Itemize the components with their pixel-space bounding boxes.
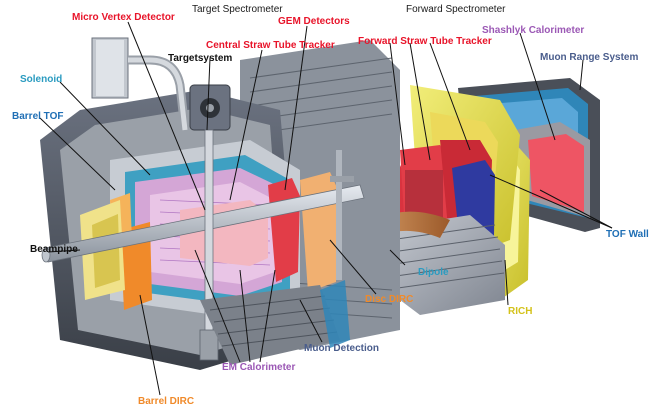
label-shashlyk-calorimeter: Shashlyk Calorimeter <box>482 25 585 36</box>
header-target-spectrometer: Target Spectrometer <box>192 4 283 15</box>
muon-detection-shape <box>200 280 350 365</box>
label-muon-range-system: Muon Range System <box>540 52 639 63</box>
label-em-calorimeter: EM Calorimeter <box>222 362 296 373</box>
label-tof-wall: TOF Wall <box>606 229 649 240</box>
label-muon-detection: Muon Detection <box>304 343 379 354</box>
label-rich: RICH <box>508 306 533 317</box>
label-central-straw-tube-tracker: Central Straw Tube Tracker <box>206 40 335 51</box>
label-micro-vertex-detector: Micro Vertex Detector <box>72 12 175 23</box>
label-gem-detectors: GEM Detectors <box>278 16 350 27</box>
targetsystem-shape <box>91 37 231 361</box>
beampipe-shape <box>41 184 365 263</box>
label-solenoid: Solenoid <box>20 74 63 85</box>
label-targetsystem: Targetsystem <box>168 53 233 64</box>
leader-lines <box>39 21 613 396</box>
label-disc-dirc: Disc DIRC <box>365 294 414 305</box>
header-forward-spectrometer: Forward Spectrometer <box>406 4 506 15</box>
forward-stand-shape <box>330 150 354 280</box>
label-forward-straw-tube-tracker: Forward Straw Tube Tracker <box>358 36 492 47</box>
label-dipole: Dipole <box>418 267 449 278</box>
label-barrel-tof: Barrel TOF <box>12 111 64 122</box>
label-barrel-dirc: Barrel DIRC <box>138 396 195 407</box>
label-beampipe: Beampipe <box>30 244 78 255</box>
